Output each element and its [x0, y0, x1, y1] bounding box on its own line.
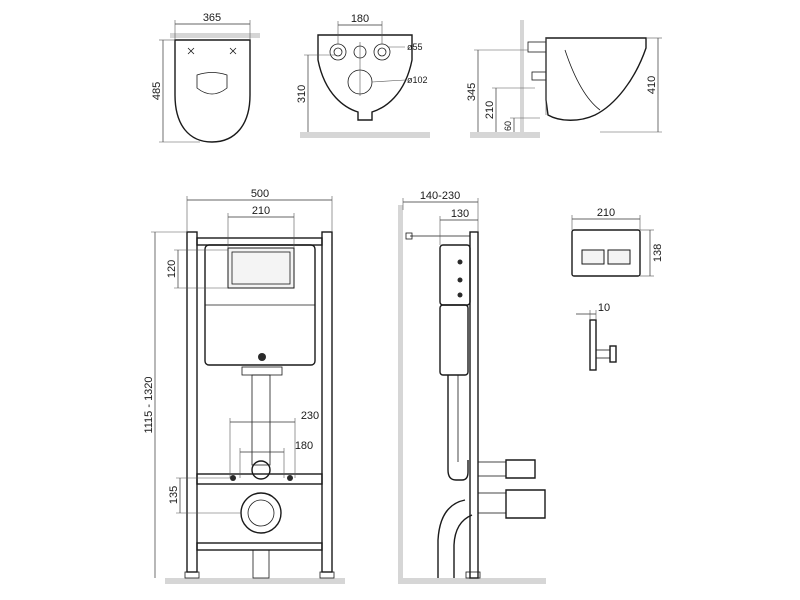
- flush-plate-front: 210 138: [571, 207, 664, 277]
- dim-side-210: 210: [484, 101, 496, 119]
- bowl-side-view: 345 210 60 410: [466, 20, 662, 138]
- dim-bowl-height: 310: [296, 85, 308, 103]
- frame-side-view: 140-230 130: [398, 190, 546, 584]
- flush-plate-side: 10: [576, 302, 617, 371]
- dim-hole-large: ø102: [407, 75, 428, 85]
- dim-frame-180: 180: [295, 440, 313, 452]
- bowl-back-view: 180 ø55 ø102 310: [296, 13, 430, 138]
- dim-bowl-spacing: 180: [351, 13, 369, 25]
- dim-frame-120: 120: [166, 260, 178, 278]
- dim-frame-height: 1115 - 1320: [143, 376, 155, 433]
- dim-side-depth: 140-230: [420, 190, 460, 202]
- dim-plate-width: 210: [597, 207, 615, 219]
- dim-side-345: 345: [466, 83, 478, 101]
- frame-front-view: 500 210 120 1115 - 1320 230 180 135: [143, 188, 345, 584]
- dim-hole-small: ø55: [407, 42, 423, 52]
- dim-frame-230: 230: [301, 410, 319, 422]
- dim-frame-210: 210: [252, 205, 270, 217]
- dim-side-410: 410: [646, 76, 658, 94]
- dim-side-60: 60: [503, 121, 513, 131]
- dim-frame-135: 135: [168, 486, 180, 504]
- dim-side-130: 130: [451, 208, 469, 220]
- dim-bowl-depth: 485: [151, 82, 163, 100]
- bowl-top-view: 365 485: [151, 12, 260, 143]
- dim-bowl-width: 365: [203, 12, 221, 24]
- dim-plate-height: 138: [652, 244, 664, 262]
- dim-plate-thickness: 10: [598, 302, 610, 314]
- dim-frame-width: 500: [251, 188, 269, 200]
